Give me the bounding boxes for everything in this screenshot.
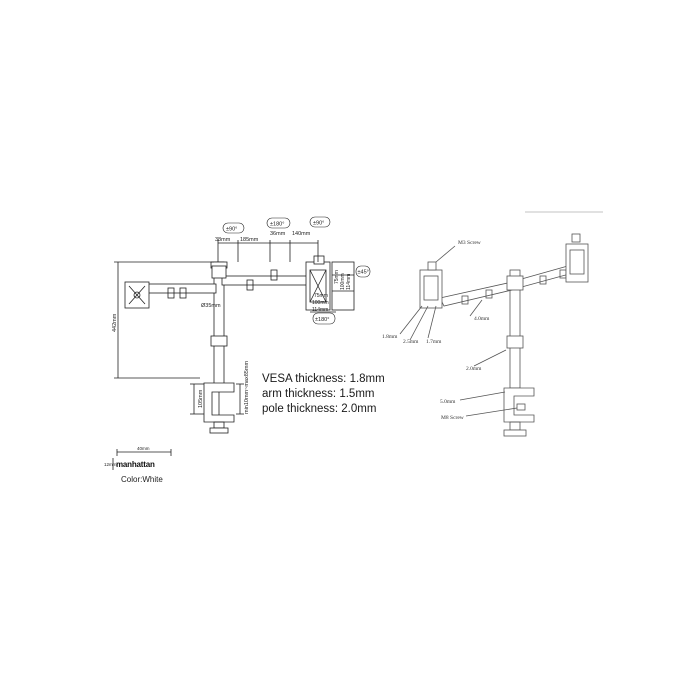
clamp-range-label: min10mm~max85mm	[244, 361, 250, 414]
vesa-thickness-spec: VESA thickness: 1.8mm	[262, 373, 385, 385]
thickness-4-0-label: 4.0mm	[474, 316, 490, 322]
brand-logo: manhattan	[116, 460, 155, 469]
rotation-badge-right	[309, 216, 331, 228]
pole-thickness-spec: pole thickness: 2.0mm	[262, 403, 377, 415]
vesa-75-bottom-label: 75mm	[314, 293, 328, 299]
tilt-label: ±45°	[358, 270, 369, 276]
rotation-badge-mid	[266, 217, 291, 229]
color-label: Color:White	[121, 475, 163, 484]
seg-185-label: 185mm	[240, 237, 259, 243]
left-arm	[147, 283, 217, 294]
rotation-right-label: ±90°	[313, 221, 324, 227]
spec-list: VESA thickness: 1.8mm arm thickness: 1.5…	[262, 372, 385, 417]
swivel-badge	[312, 312, 336, 325]
thickness-1-8-label: 1.8mm	[382, 334, 398, 340]
callout-left-arm	[439, 281, 513, 307]
thickness-2-5-label: 2.5mm	[403, 339, 419, 345]
rotation-left-label: ±90°	[226, 227, 237, 233]
tilt-badge	[355, 265, 371, 278]
vesa-100-bottom-label: 100mm	[312, 300, 329, 306]
rotation-mid-label: ±180°	[270, 222, 284, 228]
m8-screw-label: M8 Screw	[441, 415, 464, 421]
base-40-label: 40mm	[137, 446, 150, 451]
m3-screw-label: M3 Screw	[458, 240, 481, 246]
height-442-label: 442mm	[112, 313, 118, 332]
callout-clamp	[503, 387, 535, 423]
vesa-114-bottom-label: 114mm	[312, 307, 328, 313]
right-callout-drawing	[399, 211, 603, 437]
thickness-5-0-label: 5.0mm	[440, 399, 456, 405]
pole-diameter-label: Ø35mm	[201, 303, 221, 309]
rotation-badges	[222, 216, 371, 325]
rotation-badge-left	[222, 222, 245, 234]
clamp-105-label: 105mm	[198, 389, 204, 408]
left-dimension-drawing	[112, 240, 355, 470]
right-arm	[221, 275, 311, 286]
vesa-100-label: 100mm	[340, 273, 346, 290]
seg-36-label: 36mm	[270, 231, 286, 237]
seg-38-label: 38mm	[215, 237, 231, 243]
vesa-75-label: 75mm	[334, 270, 340, 284]
arm-thickness-spec: arm thickness: 1.5mm	[262, 388, 375, 400]
seg-140-label: 140mm	[292, 231, 311, 237]
vesa-114-label: 114mm	[346, 274, 352, 290]
thickness-2-0-label: 2.0mm	[466, 366, 482, 372]
swivel-label: ±180°	[315, 317, 329, 323]
callout-right-vesa	[565, 243, 589, 283]
base-12-label: 12mm	[104, 462, 117, 467]
thickness-1-7-label: 1.7mm	[426, 339, 442, 345]
